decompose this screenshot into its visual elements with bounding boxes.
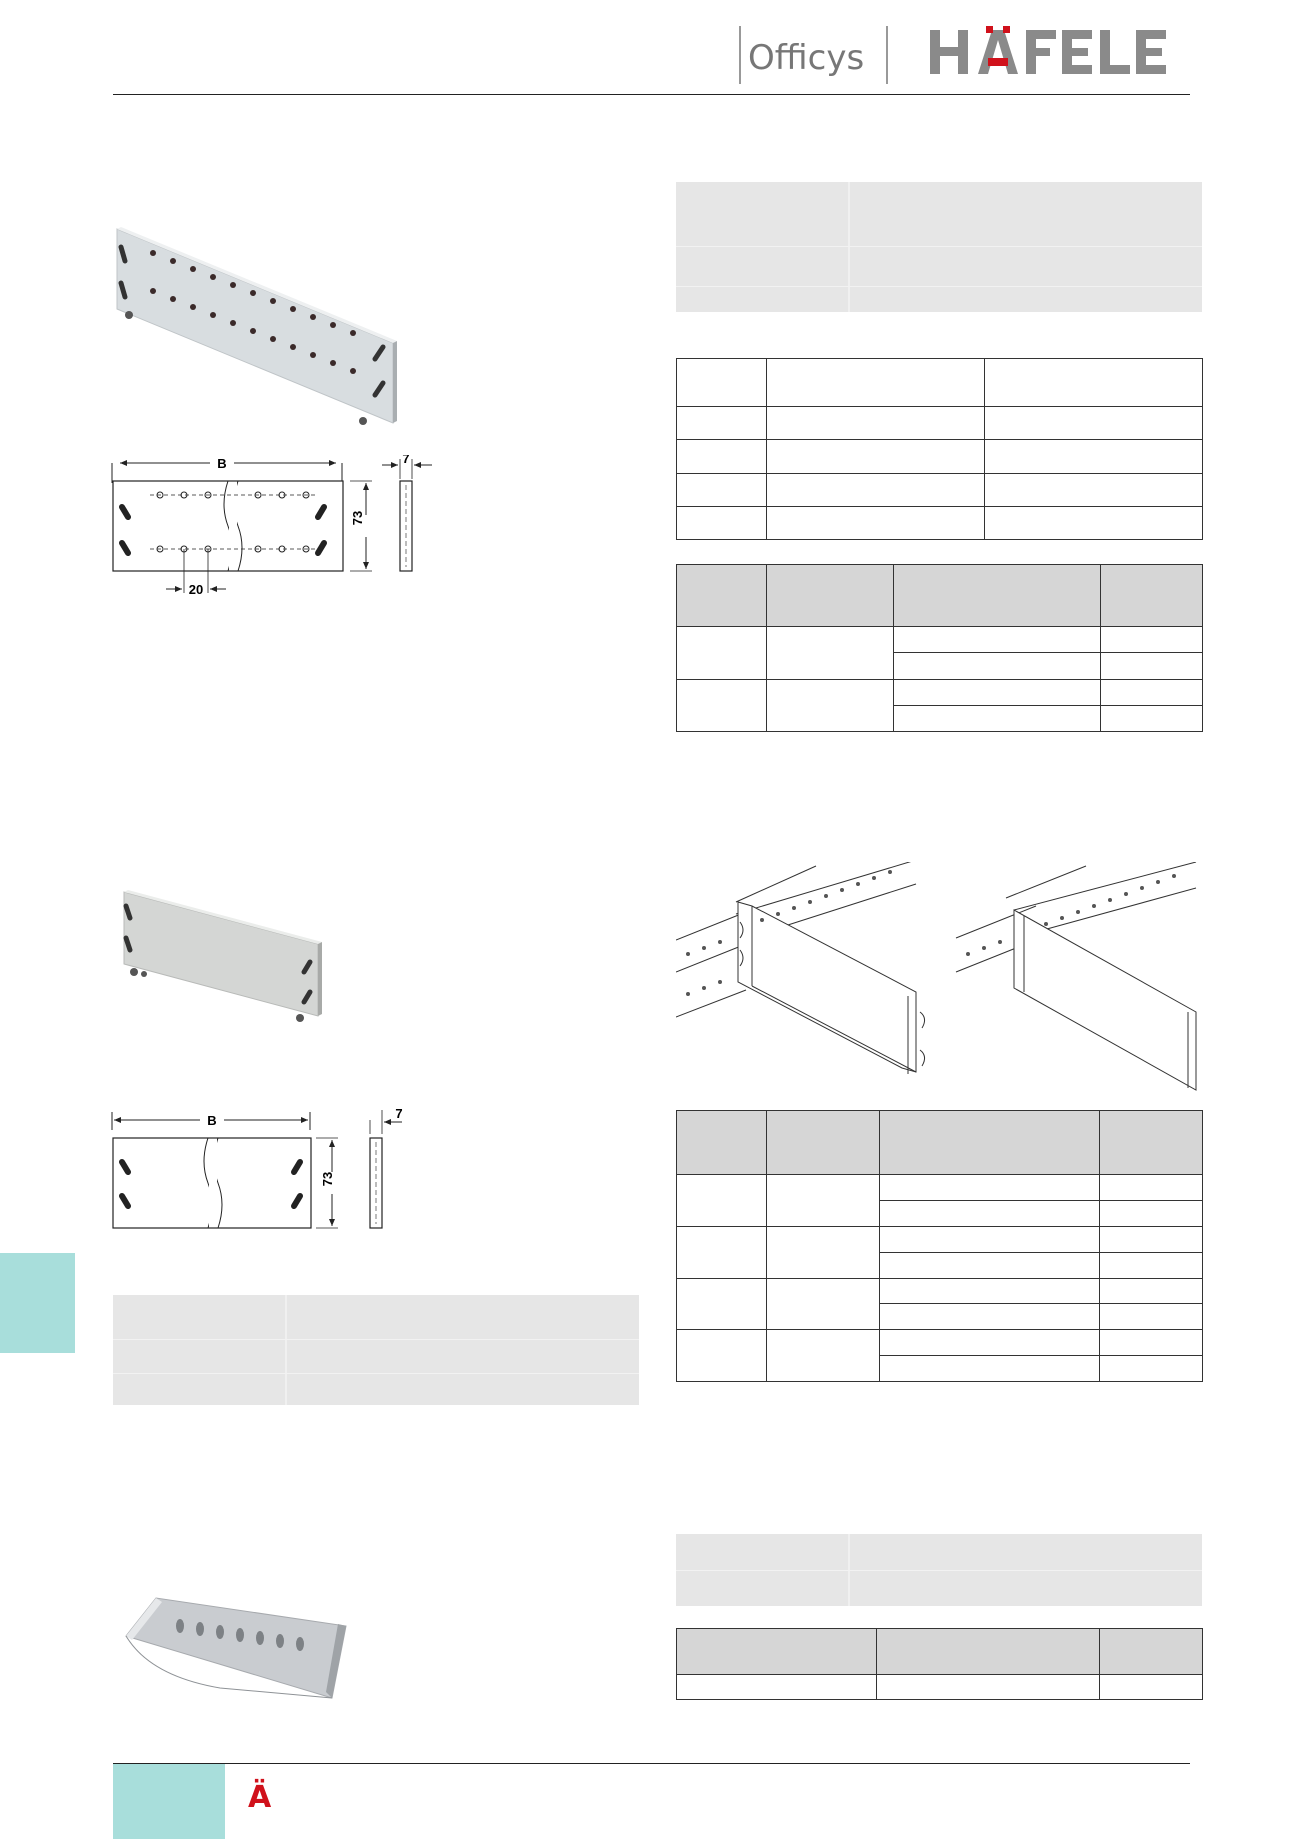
spec-table-3 <box>676 1110 1203 1382</box>
table-row <box>676 405 1203 441</box>
spec-table-2 <box>676 564 1203 733</box>
series-name: Officys <box>748 38 865 78</box>
table-header-row <box>676 564 1203 627</box>
table-header-row <box>676 1628 1203 1675</box>
product-photo-tray <box>120 1596 350 1711</box>
table-row <box>676 505 1203 541</box>
table-header-row <box>676 1110 1203 1175</box>
table-row <box>676 472 1203 507</box>
dim-label-thickness: 7 <box>402 455 409 466</box>
info-block-1 <box>676 182 1202 312</box>
header-rule <box>113 94 1190 95</box>
info-block-2 <box>113 1295 639 1405</box>
footer-rule <box>113 1763 1190 1764</box>
dim-label-height: 73 <box>350 511 365 525</box>
table-row <box>676 678 1203 732</box>
table-row <box>676 439 1203 474</box>
table-cell <box>676 358 767 407</box>
table-row <box>677 1251 1203 1279</box>
table-cell <box>984 358 1203 407</box>
table-cell <box>766 358 985 407</box>
spec-table-1 <box>676 358 1203 541</box>
installation-illustration <box>675 859 1206 1107</box>
spec-table-4 <box>676 1628 1203 1700</box>
table-row <box>677 1355 1203 1382</box>
section-tab <box>0 1253 75 1353</box>
brand-logo <box>928 26 1200 91</box>
info-block-3 <box>676 1534 1202 1606</box>
dim-label-pitch: 20 <box>189 582 203 597</box>
product-photo-plain-divider <box>118 888 328 1033</box>
table-row <box>676 1329 1203 1382</box>
dim-label-thickness: 7 <box>395 1106 402 1121</box>
footer-logo-mark: Ä <box>248 1780 272 1815</box>
product-photo-perforated-divider <box>113 225 403 440</box>
dim-label-width: B <box>207 1113 216 1128</box>
dim-label-height: 73 <box>320 1172 335 1186</box>
header-divider-left <box>739 26 741 84</box>
table-row <box>677 1303 1203 1331</box>
table-row <box>676 1277 1203 1331</box>
drawing-perforated-divider: B 20 73 7 <box>110 451 440 620</box>
hafele-logo-icon <box>930 26 1166 74</box>
table-row <box>676 1225 1203 1279</box>
footer-tab <box>113 1763 225 1839</box>
table-row <box>677 652 1203 680</box>
table-row <box>676 625 1203 680</box>
table-row <box>677 704 1203 733</box>
table-row <box>676 1174 1203 1227</box>
header-divider-right <box>886 26 888 84</box>
table-row <box>677 1199 1203 1227</box>
dim-label-width: B <box>217 456 226 471</box>
drawing-plain-divider: B 73 7 <box>110 1106 410 1241</box>
table-row <box>676 1674 1203 1700</box>
